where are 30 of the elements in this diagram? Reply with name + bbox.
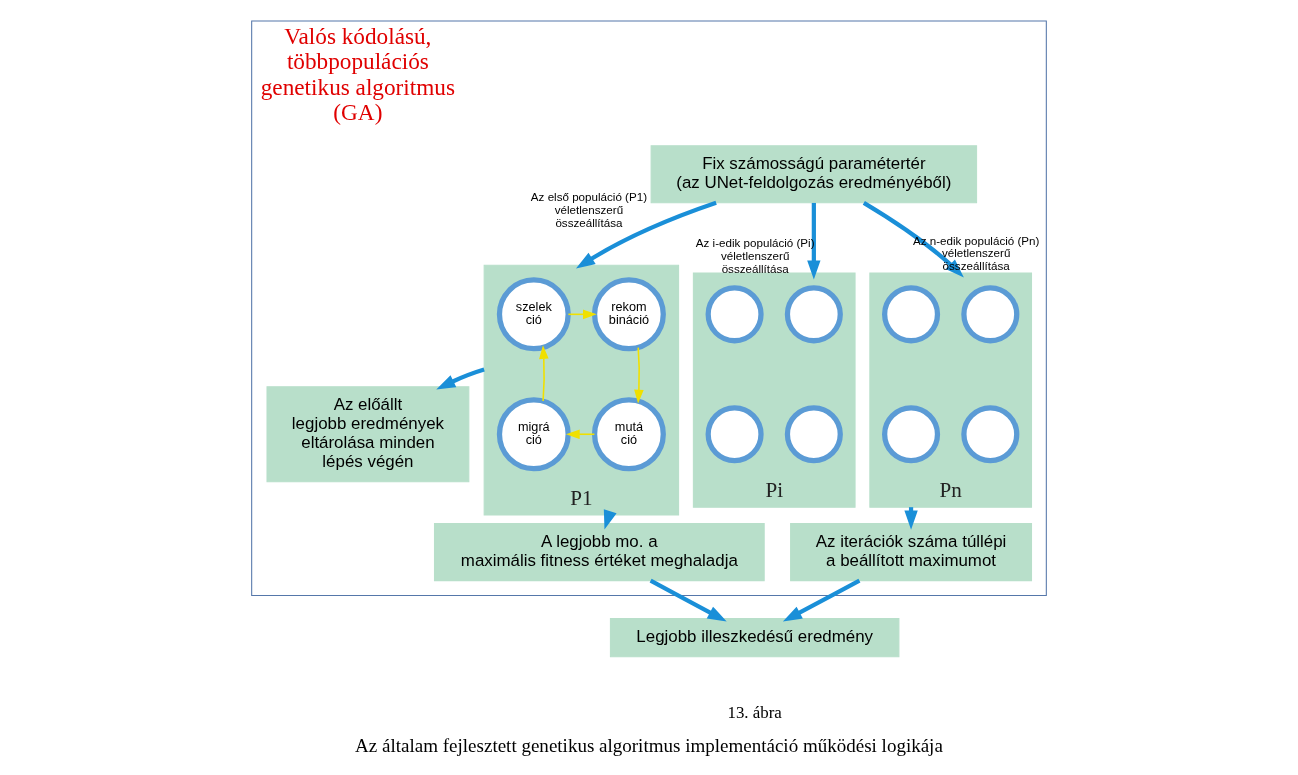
arrow	[649, 578, 727, 622]
node-circle: migrá ció	[496, 397, 571, 472]
node-box: A legjobb mo. a maximális fitness értéket meghaladja	[433, 523, 765, 582]
arrow	[565, 429, 596, 440]
node-circle	[784, 405, 843, 464]
arrow	[634, 346, 644, 404]
node-circle	[882, 285, 941, 344]
node-circle	[961, 285, 1020, 344]
node-circle	[705, 285, 764, 344]
arrow	[436, 367, 485, 390]
caption: Az általam fejlesztett genetikus algoritmus implementáció működési logikája	[355, 735, 943, 757]
arrow	[539, 345, 549, 402]
node-box: Fix számosságú paramétertér (az UNet-feldolgozás eredményéből)	[650, 145, 978, 204]
node-circle	[784, 285, 843, 344]
arrow	[807, 202, 821, 280]
node-circle	[705, 405, 764, 464]
arrow	[575, 200, 717, 269]
node-circle: szelek ció	[496, 277, 571, 352]
node-circle: rekom bináció	[591, 277, 666, 352]
node-box: Az iterációk száma túllépi a beállított maximumot	[790, 523, 1033, 582]
arrow	[782, 578, 861, 622]
node-circle	[961, 405, 1020, 464]
cluster: Pn	[869, 272, 1033, 508]
node-circle	[882, 405, 941, 464]
node-box: Az előállt legjobb eredmények eltárolása minden lépés végén	[266, 386, 470, 483]
node-box: Legjobb illeszkedésű eredmény	[609, 618, 900, 658]
cluster: Pi	[692, 272, 856, 508]
node-circle: mutá ció	[591, 397, 666, 472]
edge-label: Az első populáció (P1) véletlenszerű összeállítása	[530, 190, 648, 229]
label: 13. ábra	[727, 702, 782, 722]
